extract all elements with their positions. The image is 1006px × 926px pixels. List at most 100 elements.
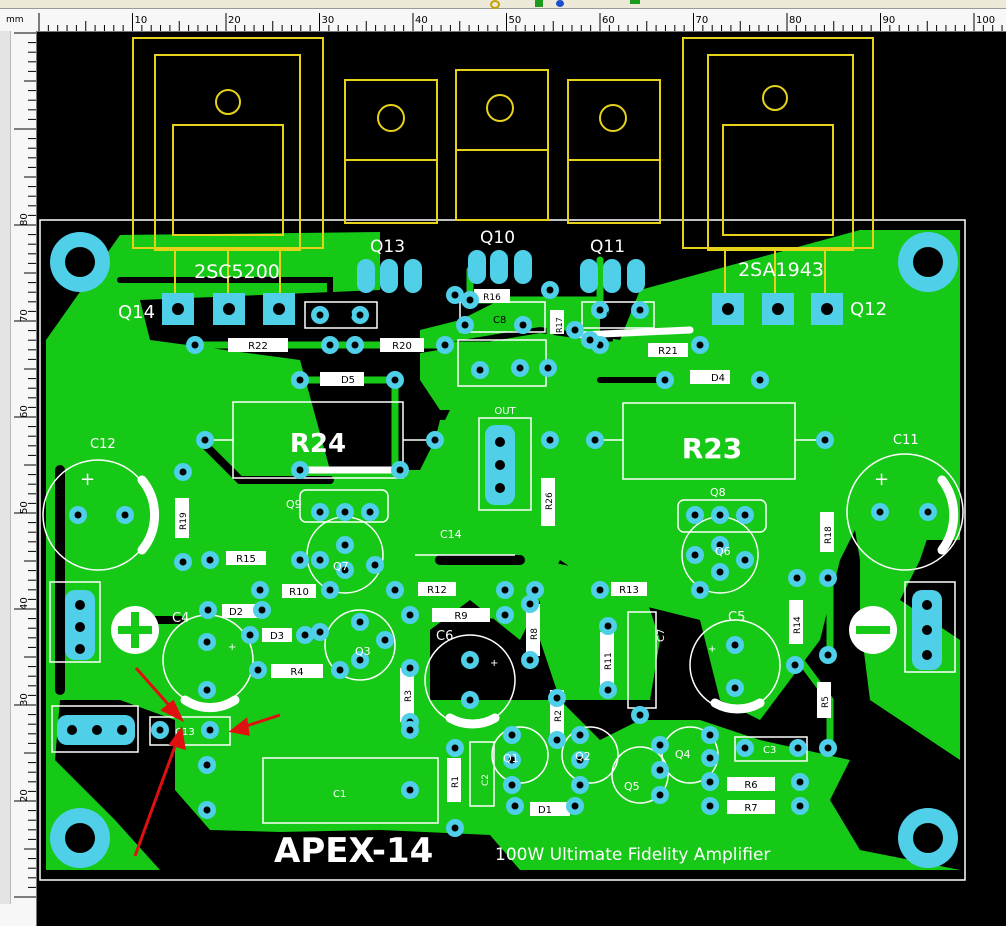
q13-label: Q13 — [370, 237, 405, 257]
silk-labels: R24 R23 2SC5200 2SA1943 Q14 Q12 Q13 Q10 … — [80, 228, 919, 871]
c5-label: C5 — [728, 610, 745, 625]
pcb-pad-hole — [351, 341, 359, 349]
pcb-pad-hole — [336, 666, 344, 674]
pcb-pad-hole — [706, 731, 714, 739]
pcb-pad-hole — [316, 628, 324, 636]
pcb-pad-hole — [796, 778, 804, 786]
c11-outline — [846, 453, 964, 571]
pcb-pad-hole — [661, 376, 669, 384]
pcb-pad-hole — [466, 296, 474, 304]
pcb-pad-hole — [371, 561, 379, 569]
q9-outline — [299, 489, 389, 523]
toolbar-icon[interactable] — [490, 0, 500, 9]
pcb-pad-hole — [203, 638, 211, 646]
d2-body — [222, 604, 262, 618]
c2-outline — [469, 741, 495, 807]
pcb-pad-hole — [824, 651, 832, 659]
pad-holes — [67, 303, 932, 735]
q1-label: Q1 — [503, 752, 519, 765]
pcb-pad-hole — [791, 661, 799, 669]
pcb-pad-hole — [451, 291, 459, 299]
r15-body — [226, 551, 266, 565]
pcb-pad-hole — [716, 568, 724, 576]
q12-label: Q12 — [850, 299, 887, 320]
pcb-pad-hole — [656, 766, 664, 774]
q9-label: Q9 — [286, 498, 302, 511]
r12-body — [418, 582, 456, 596]
pcb-pad-hole — [526, 656, 534, 664]
pcb-pad-hole — [206, 726, 214, 734]
r5-body — [817, 682, 831, 718]
r10-label: R10 — [289, 587, 309, 598]
q6-label: Q6 — [715, 545, 731, 558]
c6-label: C6 — [436, 629, 453, 644]
pcb-pad-hole — [526, 600, 534, 608]
pcb-pad-hole — [516, 364, 524, 372]
ruler-tick-label: 80 — [19, 213, 30, 226]
pcb-pad-hole — [636, 711, 644, 719]
r24-label: R24 — [290, 429, 346, 459]
pcb-pad-hole — [756, 376, 764, 384]
annotation-arrows — [133, 667, 281, 857]
r1-body — [447, 758, 461, 802]
c10-label: C10 — [333, 310, 353, 321]
pcb-pad-hole — [544, 364, 552, 372]
pcb-pad-hole — [406, 611, 414, 619]
r21-body — [648, 343, 688, 357]
r22-body — [228, 338, 288, 352]
jumper-wire — [576, 326, 694, 339]
pcb-pad-hole — [794, 744, 802, 752]
c4-label: C4 — [172, 611, 189, 626]
pcb-pad-hole — [406, 786, 414, 794]
pcb-pad-hole — [391, 376, 399, 384]
c9-label: C9 — [606, 310, 619, 321]
q12-body-outline — [707, 54, 854, 251]
pcb-pad-hole — [793, 574, 801, 582]
r21-label: R21 — [658, 346, 678, 357]
q3-outline — [324, 609, 396, 681]
q12-hole — [762, 85, 788, 111]
d3-label: D3 — [270, 631, 284, 642]
ruler-tick-label: 60 — [19, 405, 30, 418]
board-title: APEX-14 — [274, 831, 433, 871]
pcb-canvas[interactable]: R24 R23 2SC5200 2SA1943 Q14 Q12 Q13 Q10 … — [37, 32, 1006, 904]
pcb-pad-hole — [246, 631, 254, 639]
annotation-arrow-head — [160, 699, 185, 723]
pcb-pad-hole — [341, 566, 349, 574]
pcb-pad-hole — [316, 508, 324, 516]
r13-body — [611, 582, 647, 596]
q2-label: Q2 — [575, 750, 591, 763]
pcb-pad-hole — [576, 731, 584, 739]
mounting-holes — [50, 232, 958, 868]
pcb-pad-hole — [326, 586, 334, 594]
c2-label: C2 — [481, 774, 491, 786]
r14-label: R14 — [793, 616, 803, 634]
pcb-pad-hole — [716, 511, 724, 519]
c13-label: C13 — [175, 727, 195, 738]
c1-label: C1 — [333, 789, 346, 800]
pcb-pad-hole — [546, 436, 554, 444]
q14-part-label: 2SC5200 — [194, 261, 280, 283]
r9-label: R9 — [454, 611, 467, 622]
r20-label: R20 — [392, 341, 412, 352]
q12-tab-outline — [722, 124, 834, 236]
pcb-pad-hole — [691, 551, 699, 559]
r17-body — [550, 310, 564, 334]
ruler-tick-label: 50 — [19, 501, 30, 514]
r13-label: R13 — [619, 585, 639, 596]
pcb-pad-hole — [179, 468, 187, 476]
annotation-arrow-head — [228, 717, 250, 736]
d2-label: D2 — [229, 607, 243, 618]
ruler-unit: mm — [0, 9, 37, 32]
toolbar-icon[interactable] — [630, 0, 640, 4]
pcb-pad-hole — [296, 466, 304, 474]
toolbar-icon[interactable] — [535, 0, 543, 7]
r2-label: R2 — [554, 710, 564, 722]
pcb-pad-hole — [206, 556, 214, 564]
pcb-layout[interactable]: R24 R23 2SC5200 2SA1943 Q14 Q12 Q13 Q10 … — [37, 32, 1006, 904]
r17-label: R17 — [555, 317, 564, 333]
pcb-pad-hole — [296, 376, 304, 384]
silk-fill — [175, 289, 834, 816]
pcb-pad-hole — [508, 756, 516, 764]
info-icon[interactable] — [556, 0, 564, 7]
